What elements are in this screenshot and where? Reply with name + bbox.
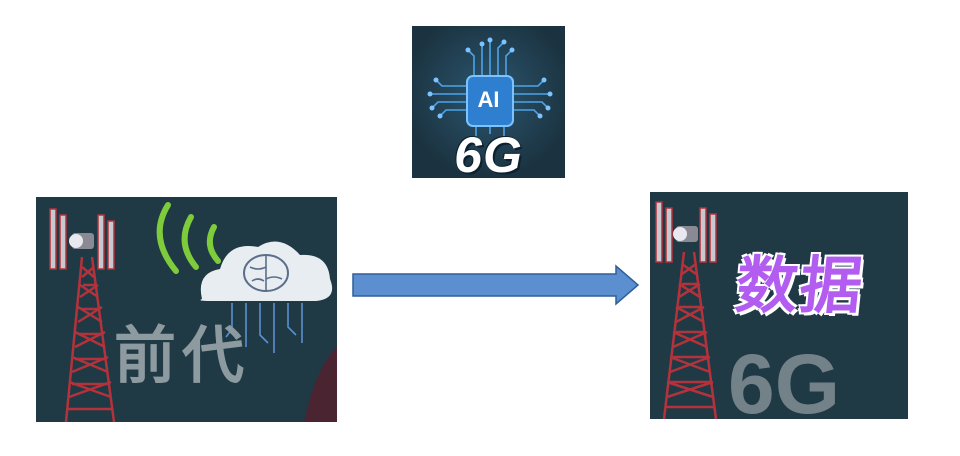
ai-6g-panel: AI 6G xyxy=(412,26,565,178)
circuit-chip-icon xyxy=(412,26,565,178)
chip-label: AI xyxy=(477,87,500,112)
transition-arrow-icon xyxy=(352,264,640,306)
cloud-brain-icon xyxy=(200,241,333,353)
tower-illustration xyxy=(650,192,908,419)
corner-shape xyxy=(304,347,337,422)
data-label: 数据 xyxy=(732,249,868,322)
cell-tower-icon xyxy=(655,201,718,419)
cell-tower-icon xyxy=(49,208,116,422)
previous-generation-label: 前代 xyxy=(114,319,251,392)
6g-label: 6G xyxy=(454,127,523,178)
data-panel: 6G 数据 xyxy=(650,192,908,419)
wifi-signal-icon xyxy=(156,202,221,274)
faint-6g-label: 6G xyxy=(728,337,841,419)
previous-generation-panel: 前代 xyxy=(36,197,337,422)
tower-cloud-illustration xyxy=(36,197,337,422)
